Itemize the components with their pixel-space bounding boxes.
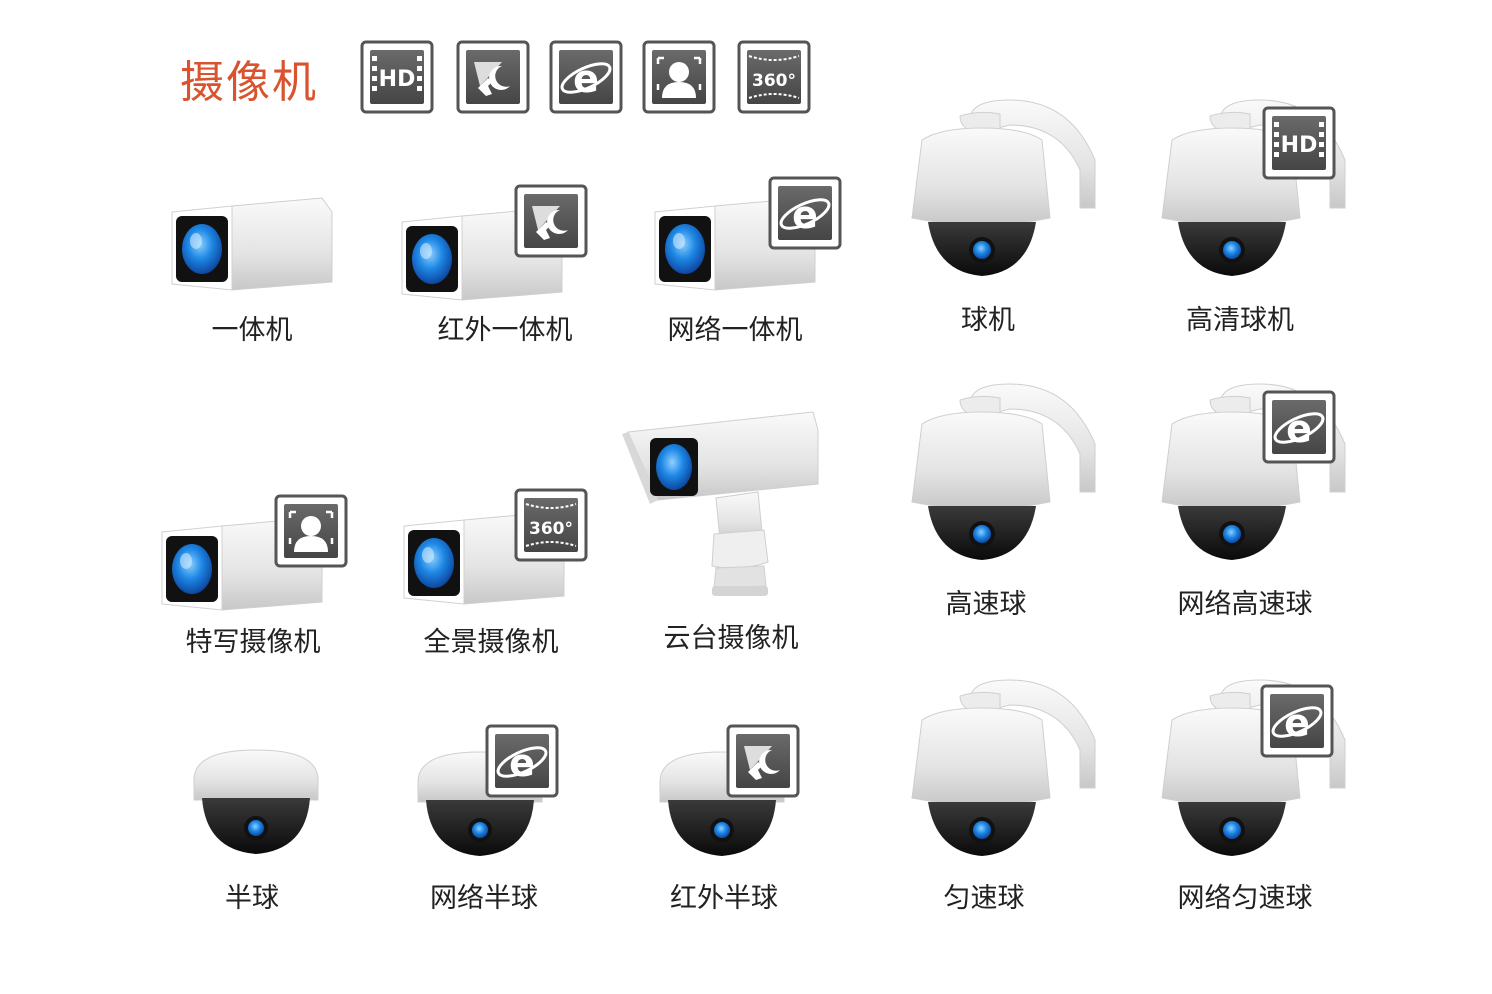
hd-icon-label: HD: [379, 67, 416, 92]
camera-label: 网络半球: [430, 883, 538, 914]
panorama-badge-icon: 360°: [514, 488, 588, 562]
network-badge-label: e: [792, 193, 818, 237]
camera-constant-speed-dome: [911, 679, 1096, 857]
camera-dome: [911, 99, 1096, 277]
camera-label: 网络匀速球: [1177, 883, 1313, 914]
network-badge-label: e: [1284, 701, 1310, 745]
closeup-icon: [642, 40, 716, 114]
camera-half-dome: [193, 749, 319, 855]
camera-label: 高清球机: [1186, 305, 1294, 336]
infrared-badge-icon: [514, 184, 588, 258]
network-badge-icon: e: [485, 724, 559, 798]
network-badge-icon: e: [1262, 390, 1336, 464]
camera-label: 全景摄像机: [423, 627, 559, 658]
camera-label: 网络高速球: [1177, 589, 1313, 620]
camera-label: 一体机: [211, 315, 293, 346]
hd-badge-label: HD: [1281, 133, 1318, 158]
network-badge-icon: e: [1260, 684, 1334, 758]
hd-icon: HD: [360, 40, 434, 114]
camera-label: 高速球: [945, 589, 1027, 620]
infrared-icon: [456, 40, 530, 114]
camera-label: 云台摄像机: [663, 623, 799, 654]
camera-ptz: [621, 411, 819, 597]
infrared-badge-icon: [726, 724, 800, 798]
camera-label: 特写摄像机: [185, 627, 321, 658]
network-icon-label: e: [573, 57, 599, 101]
camera-label: 半球: [225, 883, 279, 914]
panorama-icon: 360°: [737, 40, 811, 114]
network-badge-icon: e: [768, 176, 842, 250]
hd-badge-icon: HD: [1262, 106, 1336, 180]
network-badge-label: e: [1286, 407, 1312, 451]
page-title: 摄像机: [180, 57, 318, 108]
network-icon: e: [549, 40, 623, 114]
camera-label: 球机: [961, 305, 1015, 336]
camera-label: 网络一体机: [667, 315, 803, 346]
camera-label: 红外一体机: [437, 315, 573, 346]
camera-highspeed-dome: [911, 383, 1096, 561]
panorama-icon-label: 360°: [752, 71, 796, 91]
panorama-badge-label: 360°: [529, 519, 573, 539]
network-badge-label: e: [509, 741, 535, 785]
closeup-badge-icon: [274, 494, 348, 568]
camera-yitiji: [171, 197, 333, 291]
camera-label: 匀速球: [943, 883, 1025, 914]
camera-label: 红外半球: [670, 883, 778, 914]
